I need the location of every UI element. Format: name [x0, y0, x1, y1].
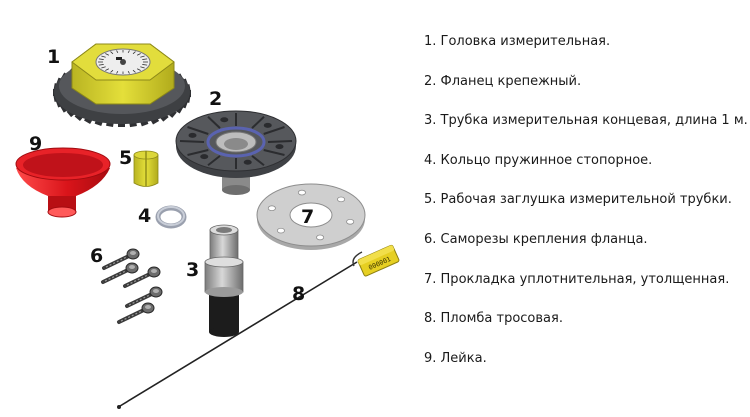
dial-tick: [127, 70, 130, 74]
part-8-cable-seal: 000001: [117, 244, 400, 409]
snap-ring-highlight: [157, 206, 185, 226]
gasket-bolt-hole: [276, 227, 285, 234]
dial-tick: [105, 68, 110, 71]
callout-8: 8: [292, 283, 305, 305]
legend-item-4: 4. Кольцо пружинное стопорное.: [424, 152, 653, 168]
flange-rib: [263, 149, 285, 156]
dial-tick: [136, 53, 141, 56]
head-dial-pointer: [116, 57, 122, 60]
dial-tick: [132, 69, 136, 73]
gasket-bolt-hole: [337, 196, 346, 203]
flange-rib: [187, 149, 209, 156]
flange-screw-hole: [188, 132, 197, 138]
dial-tick: [132, 51, 136, 55]
flange-rib: [251, 155, 265, 167]
gasket-bolt-holes: [267, 189, 355, 241]
funnel-spout-rim: [47, 206, 77, 218]
part-5-working-plug: [133, 150, 159, 187]
dial-tick: [142, 64, 148, 66]
flange-rib: [207, 155, 221, 167]
part-1-measuring-head: [53, 43, 191, 128]
flange-rib: [263, 126, 285, 135]
seal-cable: [119, 261, 358, 407]
gasket-bolt-hole: [346, 218, 355, 225]
legend-item-7: 7. Прокладка уплотнительная, утолщенная.: [424, 271, 730, 287]
flange-rib: [267, 140, 293, 143]
dial-tick: [136, 68, 141, 71]
flange-rib: [187, 126, 209, 135]
dial-tick: [110, 69, 114, 73]
flange-rib: [179, 140, 205, 143]
head-dial-scale: [98, 50, 148, 74]
part-3-measuring-tube: [204, 224, 244, 337]
flange-ribs: [179, 113, 293, 169]
legend-item-9: 9. Лейка.: [424, 350, 487, 366]
flange-screw-hole: [220, 117, 229, 123]
gasket-bolt-hole: [297, 189, 306, 196]
head-dial-center: [120, 59, 126, 65]
dial-tick: [127, 50, 130, 54]
dial-tick: [98, 64, 104, 66]
dial-tick: [140, 66, 145, 69]
legend-item-8: 8. Пломба тросовая.: [424, 311, 563, 327]
callout-9: 9: [29, 133, 42, 155]
flange-screw-hole: [243, 159, 252, 165]
seal-block-top: [358, 245, 395, 266]
callout-1: 1: [47, 46, 60, 68]
part-6-flange-screws: [101, 248, 163, 324]
flange-neck-bottom: [222, 185, 250, 195]
callout-2: 2: [209, 88, 222, 110]
part-7-sealing-gasket: [256, 183, 366, 250]
callout-4: 4: [138, 205, 151, 227]
dial-tick: [105, 53, 110, 56]
flange-rib: [251, 116, 265, 129]
funnel-inner: [23, 153, 103, 177]
seal-body: 000001: [357, 244, 400, 277]
gasket-bolt-hole: [267, 205, 276, 212]
callout-6: 6: [90, 245, 103, 267]
legend-item-3: 3. Трубка измерительная концевая, длина …: [424, 113, 748, 129]
parts-legend: 1. Головка измерительная. 2. Фланец креп…: [424, 31, 748, 387]
gasket-bolt-hole: [316, 234, 325, 241]
dial-tick: [110, 51, 114, 55]
legend-item-6: 6. Саморезы крепления фланца.: [424, 231, 648, 247]
dial-tick: [116, 50, 119, 54]
dial-tick: [98, 58, 104, 60]
flange-screw-hole: [263, 122, 272, 128]
tube-collar-bottom: [205, 287, 243, 297]
seal-cable-loop: [352, 251, 363, 267]
callout-7: 7: [301, 206, 314, 228]
flange-screw-hole: [200, 154, 209, 160]
flange-screw-hole: [275, 144, 284, 150]
callout-5: 5: [119, 147, 132, 169]
flange-bore-inner: [224, 138, 248, 150]
legend-item-5: 5. Рабочая заглушка измерительной трубки…: [424, 192, 732, 208]
flange-blue-oring: [206, 126, 266, 158]
dial-tick: [116, 70, 119, 74]
seal-cable-end: [117, 405, 121, 409]
part-4-snap-ring: [155, 205, 187, 229]
part-9-funnel: [15, 147, 111, 218]
tube-fitting-bore: [216, 227, 232, 233]
dial-tick: [101, 55, 106, 58]
tube-bottom: [209, 327, 239, 337]
part-2-mounting-flange: [175, 110, 297, 195]
screw-head-top: [145, 305, 151, 309]
legend-item-2: 2. Фланец крепежный.: [424, 73, 582, 89]
screw-head-top: [130, 251, 136, 255]
screw-head-top: [151, 269, 157, 273]
tube-collar-top: [204, 256, 244, 268]
screw-head-top: [129, 265, 135, 269]
screw-head-top: [153, 289, 159, 293]
dial-tick: [142, 58, 148, 60]
legend-item-1: 1. Головка измерительная.: [424, 34, 611, 49]
gasket-center-hole: [289, 202, 333, 228]
dial-tick: [101, 66, 106, 69]
callout-3: 3: [186, 259, 199, 281]
flange-rib: [207, 116, 221, 129]
dial-tick: [140, 55, 145, 58]
